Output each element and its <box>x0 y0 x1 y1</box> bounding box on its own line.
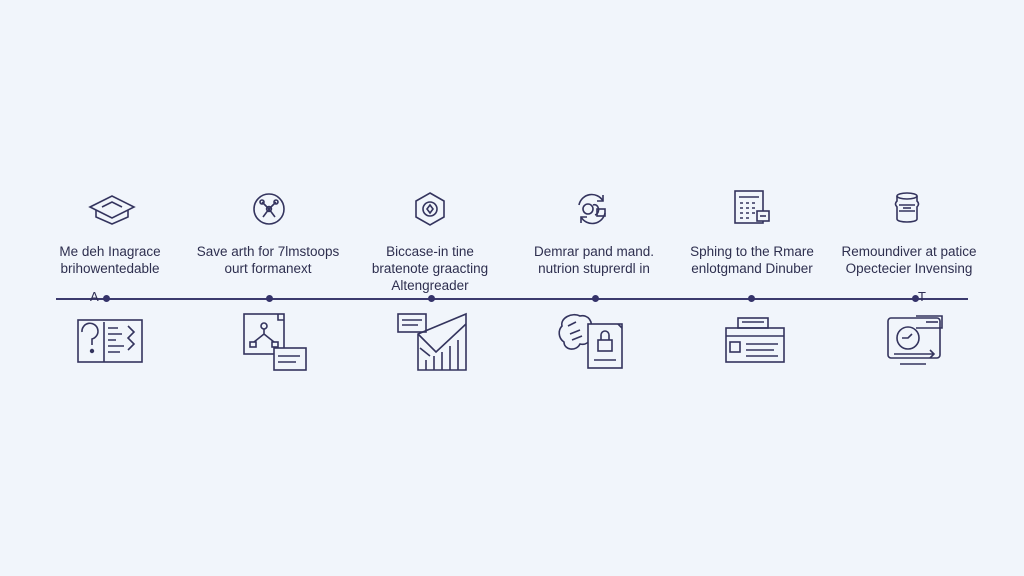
milestone-caption: Me deh Inagrace brihowentedable <box>59 244 161 276</box>
milestone-caption: Save arth for 7lmstoops ourt formanext <box>196 244 340 276</box>
timeline-end-marker: T <box>918 289 926 304</box>
jar-icon <box>893 191 921 232</box>
milestone-caption: Sphing to the Rmare enlotgmand Dinuber <box>690 244 814 276</box>
recycle-brain-icon <box>573 191 611 232</box>
calendar-grid-icon <box>733 189 773 230</box>
gauge-panel-icon <box>886 312 946 373</box>
timeline-dot <box>912 295 919 302</box>
timeline-dot <box>266 295 273 302</box>
timeline-dot <box>592 295 599 302</box>
envelope-chart-icon <box>396 312 470 379</box>
graduation-cap-icon <box>88 193 136 230</box>
network-circle-icon <box>252 192 286 231</box>
timeline-axis <box>56 298 968 300</box>
timeline-dot <box>748 295 755 302</box>
hexagon-badge-icon <box>413 191 447 232</box>
milestone-caption: Biccase-in tine bratenote graacting Alte… <box>371 244 489 293</box>
timeline-dot <box>103 295 110 302</box>
flowchart-document-icon <box>242 312 308 379</box>
printer-form-icon <box>724 316 786 369</box>
document-question-icon <box>77 318 144 369</box>
milestone-caption: Remoundiver at patice Opectecier Invensi… <box>841 244 977 276</box>
timeline-dot <box>428 295 435 302</box>
lock-document-icon <box>558 312 628 377</box>
timeline-start-marker: A <box>90 289 99 304</box>
milestone-caption: Demrar pand mand. nutrion stuprerdl in <box>533 244 655 276</box>
